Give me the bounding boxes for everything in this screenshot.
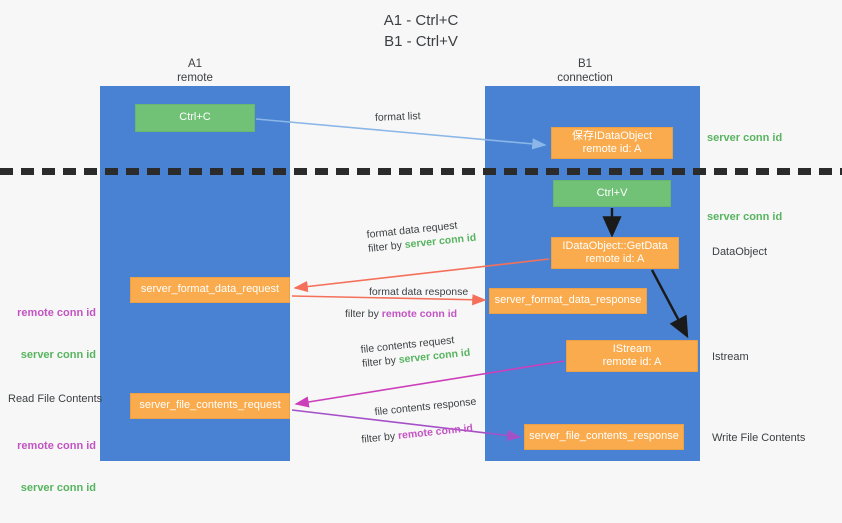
box-istream[interactable]: IStream remote id: A: [566, 340, 698, 372]
edge-label-format-list: format list: [375, 109, 421, 125]
arrow-layer: [255, 118, 689, 442]
box-server-format-data-request[interactable]: server_format_data_request: [130, 277, 290, 303]
filter-prefix: filter by: [345, 308, 382, 320]
page-title: A1 - Ctrl+C B1 - Ctrl+V: [383, 12, 459, 50]
box-idataobject-getdata[interactable]: IDataObject::GetData remote id: A: [551, 237, 679, 269]
filter-prefix: filter by: [360, 430, 399, 446]
filter-value-remote-conn-id: remote conn id: [381, 308, 458, 320]
phase-divider: [0, 168, 842, 175]
edge-label-format-data-response-text: format data response: [369, 286, 469, 298]
arrow-format-data-response: [291, 294, 487, 306]
edge-label-format-data-response: format data response filter by remote co…: [337, 285, 468, 321]
arrow-format-data-request: [293, 258, 550, 293]
side-label-write-file-contents: Write File Contents: [712, 432, 806, 444]
side-label-remote-conn-id-1: remote conn id: [17, 307, 96, 319]
side-label-server-conn-id-1: server conn id: [20, 349, 96, 361]
arrow-format-list: [255, 118, 547, 150]
filter-prefix: filter by: [367, 239, 406, 255]
box-ctrl-v[interactable]: Ctrl+V: [553, 180, 671, 207]
side-label-remote-conn-id-2: remote conn id: [17, 440, 96, 452]
diagram-canvas: A1 - Ctrl+C B1 - Ctrl+V A1 remote B1 con…: [0, 12, 842, 494]
arrow-getdata-to-istream: [650, 269, 689, 339]
side-label-server-conn-id-mid: server conn id: [707, 211, 783, 223]
side-label-data-object: DataObject: [712, 246, 768, 258]
arrow-file-contents-response: [291, 409, 522, 442]
side-label-conn-ids-format: remote conn id server conn id: [8, 278, 96, 390]
box-server-file-contents-request[interactable]: server_file_contents_request: [130, 393, 290, 419]
box-server-file-contents-response[interactable]: server_file_contents_response: [524, 424, 684, 450]
edge-label-format-data-response-filter: filter by remote conn id: [337, 307, 468, 321]
lane-header-b1: B1 connection: [557, 58, 613, 84]
arrow-file-contents-request: [294, 360, 565, 408]
box-server-format-data-response[interactable]: server_format_data_response: [489, 288, 647, 314]
box-ctrl-c[interactable]: Ctrl+C: [135, 104, 255, 132]
side-label-server-conn-id-2: server conn id: [20, 482, 96, 494]
lane-header-a1: A1 remote: [177, 58, 213, 84]
side-label-server-conn-id-top: server conn id: [707, 132, 783, 144]
side-label-conn-ids-file: remote conn id server conn id: [8, 411, 96, 523]
box-save-idataobject[interactable]: 保存IDataObject remote id: A: [551, 127, 673, 159]
edge-label-format-list-text: format list: [374, 110, 421, 124]
side-label-istream: Istream: [712, 351, 749, 363]
side-label-read-file-contents: Read File Contents: [8, 393, 103, 405]
filter-prefix: filter by: [361, 354, 400, 370]
